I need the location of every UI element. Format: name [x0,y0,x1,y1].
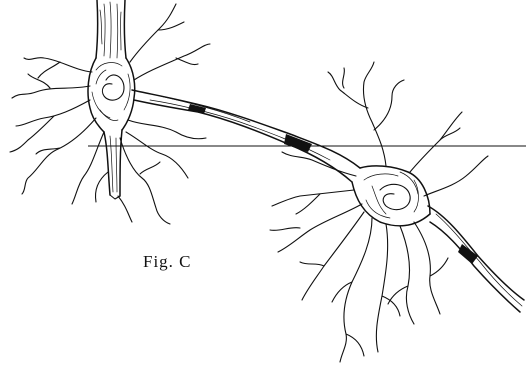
right-axon [428,206,524,312]
right-cell-dendrites [270,62,488,362]
right-cell-body [352,166,430,226]
axon [132,90,360,182]
figure-caption: Fig. C [143,252,192,272]
left-cell-trunk [88,0,135,199]
